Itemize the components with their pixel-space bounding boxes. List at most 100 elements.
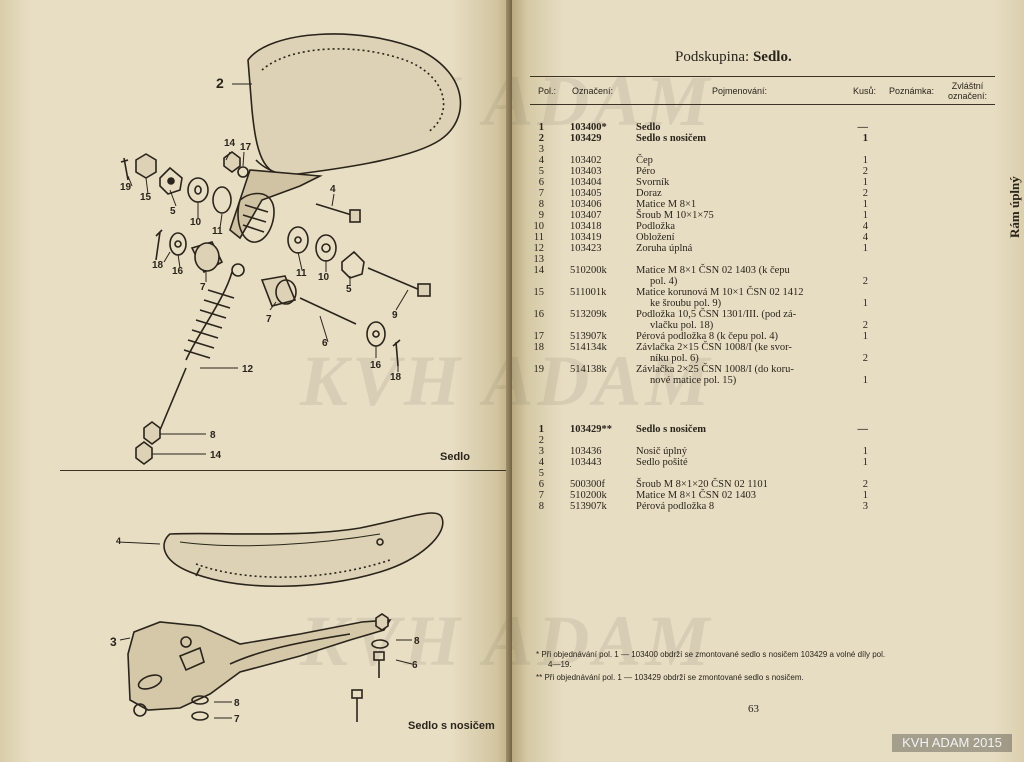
- cell-code: 511001k: [570, 287, 607, 298]
- cell-code: 510200k: [570, 265, 607, 276]
- cell-name: Zoruha úplná: [636, 243, 693, 254]
- cell-pol: 1: [538, 424, 544, 435]
- callout-label: 6: [322, 338, 328, 349]
- cell-pol: 6: [538, 479, 544, 490]
- header-zvlastni-line2: označení:: [948, 91, 988, 101]
- cell-name: Podložka: [636, 221, 676, 232]
- cell-name: Závlačka 2×25 ČSN 1008/I (do koru-: [636, 364, 794, 375]
- cell-code: 103407: [570, 210, 602, 221]
- cell-pol: 6: [538, 177, 544, 188]
- cell-qty: 2: [862, 188, 868, 199]
- callout-label: 16: [370, 360, 382, 371]
- callout-label: 18: [390, 372, 402, 383]
- cell-pol: 19: [533, 364, 545, 375]
- table-top-rule: [530, 76, 995, 77]
- section-divider: [60, 470, 510, 471]
- footnote-2: ** Při objednávání pol. 1 — 103429 obdrž…: [536, 673, 804, 682]
- callout-label: 7: [200, 282, 206, 293]
- callout-label: 16: [172, 266, 184, 277]
- header-pojmenovani: Pojmenování:: [712, 86, 768, 96]
- cell-qty: 1: [862, 177, 868, 188]
- callout-label: 8: [234, 698, 240, 709]
- header-zvlastni: Zvláštní označení:: [948, 81, 987, 101]
- cell-pol: 10: [533, 221, 545, 232]
- cell-pol: 5: [538, 166, 544, 177]
- callout-label: 19: [120, 182, 132, 193]
- callout-label: 5: [170, 206, 176, 217]
- watermark: KVH ADAM: [512, 601, 714, 681]
- cell-name: Matice M 8×1 ČSN 02 1403: [636, 490, 756, 501]
- header-oznaceni: Označení:: [572, 86, 614, 96]
- cell-name: Čep: [636, 155, 653, 166]
- vertical-section-title: Rám úplný: [1007, 176, 1022, 238]
- cell-name: Obložení: [636, 232, 675, 243]
- cell-pol: 3: [538, 446, 544, 457]
- cell-code: 103405: [570, 188, 602, 199]
- callout-label: 8: [210, 430, 216, 441]
- cell-name: Svorník: [636, 177, 670, 188]
- cell-pol: 17: [533, 331, 545, 342]
- cell-pol: 16: [533, 309, 545, 320]
- cell-qty: 1: [862, 155, 868, 166]
- callout-label: 11: [212, 226, 223, 237]
- callout-label: 9: [392, 310, 398, 321]
- cell-code: 514134k: [570, 342, 607, 353]
- callout-label: 2: [216, 75, 224, 91]
- cell-pol: 5: [538, 468, 544, 479]
- callout-label: 7: [266, 314, 272, 325]
- cell-name: Sedlo: [636, 122, 661, 133]
- cell-qty: 1: [862, 457, 868, 468]
- callout-label: 7: [234, 714, 240, 725]
- caption-top: Sedlo: [440, 451, 470, 463]
- cell-pol: 12: [533, 243, 545, 254]
- callout-label: 15: [140, 192, 152, 203]
- cell-name: Sedlo s nosičem: [636, 133, 707, 144]
- cell-code: 513907k: [570, 331, 607, 342]
- cell-name: Matice M 8×1: [636, 199, 697, 210]
- cell-qty: 1: [862, 490, 868, 501]
- cell-code: 513907k: [570, 501, 607, 512]
- callout-label: 4: [116, 536, 121, 546]
- cell-pol: 15: [533, 287, 545, 298]
- cell-qty: 1: [862, 375, 868, 386]
- cell-name: Doraz: [636, 188, 662, 199]
- cell-name-cont: ke šroubu pol. 9): [650, 298, 722, 309]
- cell-code: 103400*: [570, 122, 607, 133]
- callout-label: 3: [110, 635, 117, 649]
- cell-name: Péro: [636, 166, 656, 177]
- cell-code: 103429**: [570, 424, 612, 435]
- cell-name-cont: vlačku pol. 18): [650, 320, 714, 331]
- subgroup-heading: Podskupina: Sedlo.: [675, 49, 792, 66]
- cell-code: 103429: [570, 133, 602, 144]
- cell-code: 510200k: [570, 490, 607, 501]
- cell-qty: 3: [862, 501, 868, 512]
- cell-code: 103419: [570, 232, 602, 243]
- cell-code: 103406: [570, 199, 602, 210]
- cell-qty: 1: [862, 133, 868, 144]
- seat-exploded-drawing: 2 14 17 4 19 15 5 10 11 18 16 7 11 10 5 …: [120, 33, 462, 465]
- cell-qty: 1: [862, 331, 868, 342]
- header-kusu: Kusů:: [853, 86, 877, 96]
- saddle-shape: [247, 33, 462, 176]
- callout-label: 10: [318, 272, 330, 283]
- cell-code: 103436: [570, 446, 602, 457]
- cell-qty: 1: [862, 210, 868, 221]
- cell-qty: 1: [862, 446, 868, 457]
- cell-code: 103418: [570, 221, 602, 232]
- seat-with-carrier-drawing: 4 3 8 6 8 7: [110, 512, 444, 725]
- subgroup-name: Sedlo.: [752, 49, 792, 65]
- cell-name-cont: pol. 4): [650, 276, 678, 287]
- header-zvlastni-line1: Zvláštní: [951, 81, 984, 91]
- caption-bottom: Sedlo s nosičem: [408, 720, 495, 732]
- callout-label: 4: [330, 184, 336, 195]
- cell-qty: 1: [862, 298, 868, 309]
- cell-pol: 14: [533, 265, 545, 276]
- cell-qty: 1: [862, 243, 868, 254]
- cell-qty: 2: [862, 353, 868, 364]
- watermark-stamp: KVH ADAM 2015: [892, 734, 1012, 752]
- cell-name: Pérová podložka 8: [636, 501, 715, 512]
- cell-code: 103443: [570, 457, 602, 468]
- cell-pol: 3: [538, 144, 544, 155]
- subgroup-label: Podskupina:: [675, 49, 750, 65]
